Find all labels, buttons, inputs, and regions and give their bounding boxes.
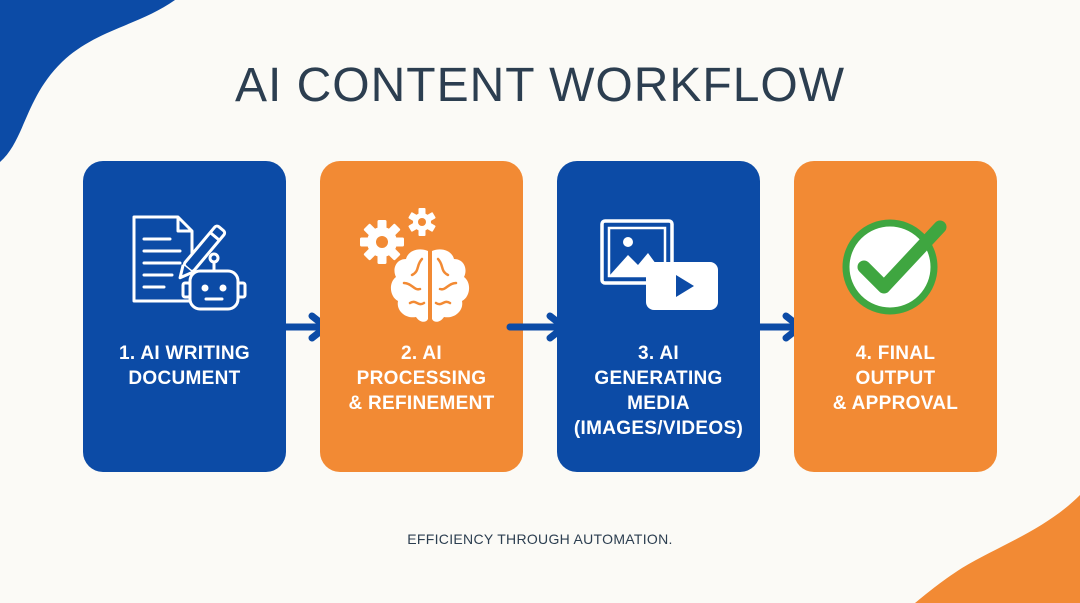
top-left-blob xyxy=(0,0,175,162)
step-card-4: 4. FINAL OUTPUT & APPROVAL xyxy=(794,161,997,472)
step-label-4: 4. FINAL OUTPUT & APPROVAL xyxy=(832,343,959,414)
page-title: AI CONTENT WORKFLOW xyxy=(234,59,846,112)
tagline: EFFICIENCY THROUGH AUTOMATION. xyxy=(407,531,673,547)
checkmark-icon xyxy=(794,199,997,329)
step-label-3: 3. AI GENERATING MEDIA (IMAGES/VIDEOS) xyxy=(573,343,744,439)
gears-brain-icon xyxy=(320,199,523,329)
step-card-1: 1. AI WRITING DOCUMENT xyxy=(83,161,286,472)
step-label-1: 1. AI WRITING DOCUMENT xyxy=(119,343,250,389)
image-video-icon xyxy=(557,199,760,329)
step-card-2: 2. AI PROCESSING & REFINEMENT xyxy=(320,161,523,472)
step-label-2: 2. AI PROCESSING & REFINEMENT xyxy=(348,343,495,414)
step-card-3: 3. AI GENERATING MEDIA (IMAGES/VIDEOS) xyxy=(557,161,760,472)
document-robot-icon xyxy=(83,199,286,329)
bottom-right-blob xyxy=(915,495,1080,603)
